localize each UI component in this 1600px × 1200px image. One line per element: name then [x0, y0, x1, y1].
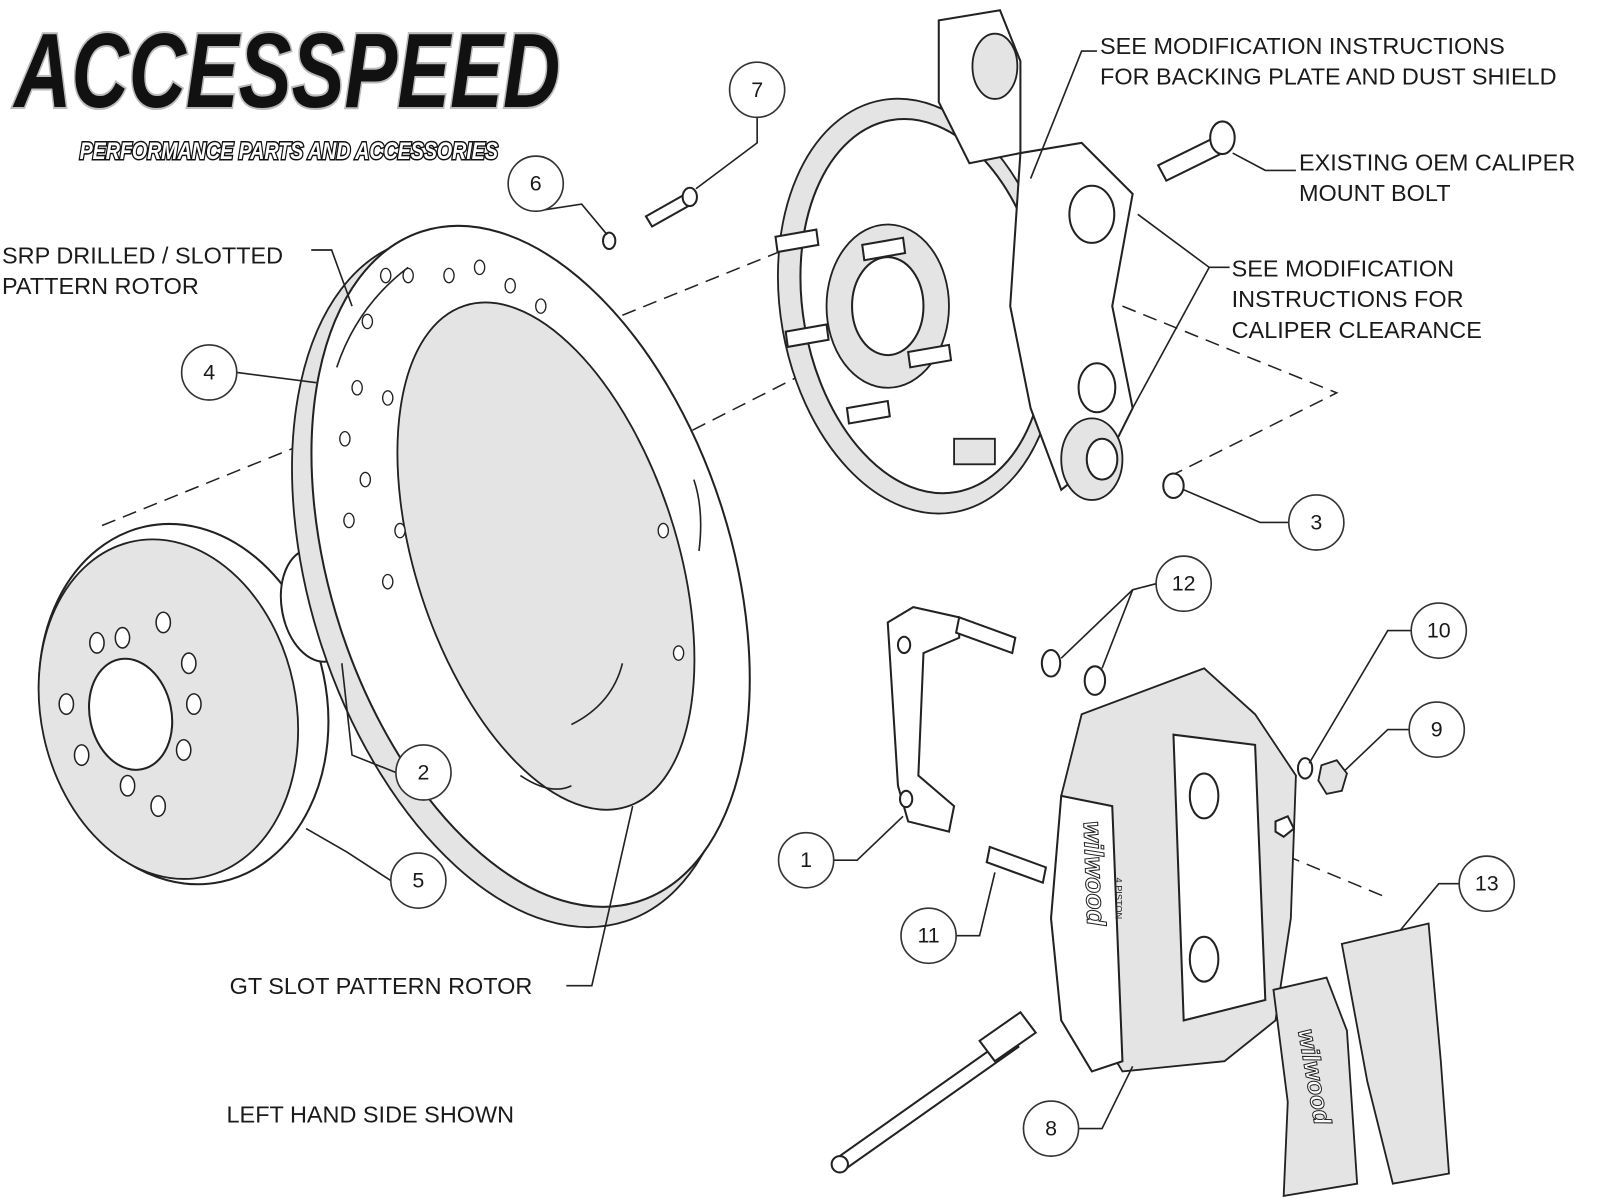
callout-6: 6 [507, 155, 565, 213]
shim-12a [1040, 648, 1062, 678]
svg-text:PERFORMANCE PARTS AND ACCESSOR: PERFORMANCE PARTS AND ACCESSORIES [80, 138, 499, 165]
left-hand-side-label: LEFT HAND SIDE SHOWN [227, 1101, 515, 1127]
washer-10 [1296, 757, 1314, 780]
callout-5: 5 [390, 852, 447, 909]
backing-plate-note-line1: SEE MODIFICATION INSTRUCTIONS [1100, 33, 1505, 59]
callout-10: 10 [1410, 602, 1468, 659]
callout-9: 9 [1408, 701, 1466, 758]
svg-text:3: 3 [1310, 510, 1322, 534]
svg-text:9: 9 [1431, 718, 1443, 742]
washer-3 [1162, 472, 1185, 499]
hub-knuckle [774, 9, 1134, 515]
clearance-note-line2: INSTRUCTIONS FOR [1232, 286, 1464, 312]
callout-13: 13 [1458, 855, 1516, 913]
oem-caliper-mount-bolt [1156, 120, 1236, 182]
bleeder-nut [1274, 815, 1296, 838]
stud-upper [954, 615, 1017, 655]
leader-lines [236, 50, 1460, 1130]
bolt-7 [644, 186, 698, 228]
callout-2: 2 [395, 744, 452, 801]
callout-3: 3 [1287, 494, 1345, 551]
svg-text:7: 7 [751, 78, 763, 102]
accesspeed-logo: ACCESSPEED PERFORMANCE PARTS AND ACCESSO… [10, 10, 562, 167]
callout-1: 1 [777, 831, 835, 889]
svg-text:2: 2 [418, 760, 430, 784]
callout-4: 4 [180, 344, 238, 401]
svg-text:10: 10 [1427, 619, 1451, 643]
brake-pads: wilwood [1272, 922, 1450, 1198]
svg-text:8: 8 [1045, 1117, 1057, 1141]
stud-lower [985, 845, 1048, 885]
gt-rotor-label: GT SLOT PATTERN ROTOR [230, 973, 533, 999]
rotor-hat [37, 522, 330, 886]
caliper-bracket [886, 606, 961, 833]
callout-12: 12 [1155, 555, 1213, 613]
srp-rotor-label-line1: SRP DRILLED / SLOTTED [2, 242, 283, 268]
callout-7: 7 [728, 61, 786, 119]
oem-bolt-note-line2: MOUNT BOLT [1299, 180, 1451, 206]
washer-6 [602, 231, 617, 250]
clearance-note-line3: CALIPER CLEARANCE [1232, 317, 1482, 343]
caliper-brand-marking: wilwood [1078, 821, 1112, 927]
shim-12b [1083, 665, 1107, 696]
oem-bolt-note-line1: EXISTING OEM CALIPER [1299, 149, 1575, 175]
caliper-type-marking: 4 PISTON [1113, 878, 1123, 920]
wilwood-caliper: wilwood 4 PISTON [1049, 667, 1297, 1073]
clearance-note-line1: SEE MODIFICATION [1232, 256, 1454, 282]
srp-rotor-label-line2: PATTERN ROTOR [2, 273, 199, 299]
svg-text:4: 4 [203, 360, 215, 384]
brake-rotor [291, 224, 751, 929]
svg-text:ACCESSPEED: ACCESSPEED [12, 12, 560, 130]
svg-text:11: 11 [917, 924, 939, 948]
svg-text:12: 12 [1172, 572, 1196, 596]
svg-text:1: 1 [800, 848, 812, 872]
pad-retaining-pin [830, 1010, 1038, 1174]
svg-text:13: 13 [1475, 872, 1499, 896]
callout-11: 11 [900, 907, 957, 965]
svg-text:5: 5 [412, 869, 424, 893]
backing-plate-note-line2: FOR BACKING PLATE AND DUST SHIELD [1100, 64, 1557, 90]
nut-9 [1317, 759, 1348, 795]
svg-text:6: 6 [530, 172, 542, 196]
callout-8: 8 [1022, 1100, 1080, 1157]
